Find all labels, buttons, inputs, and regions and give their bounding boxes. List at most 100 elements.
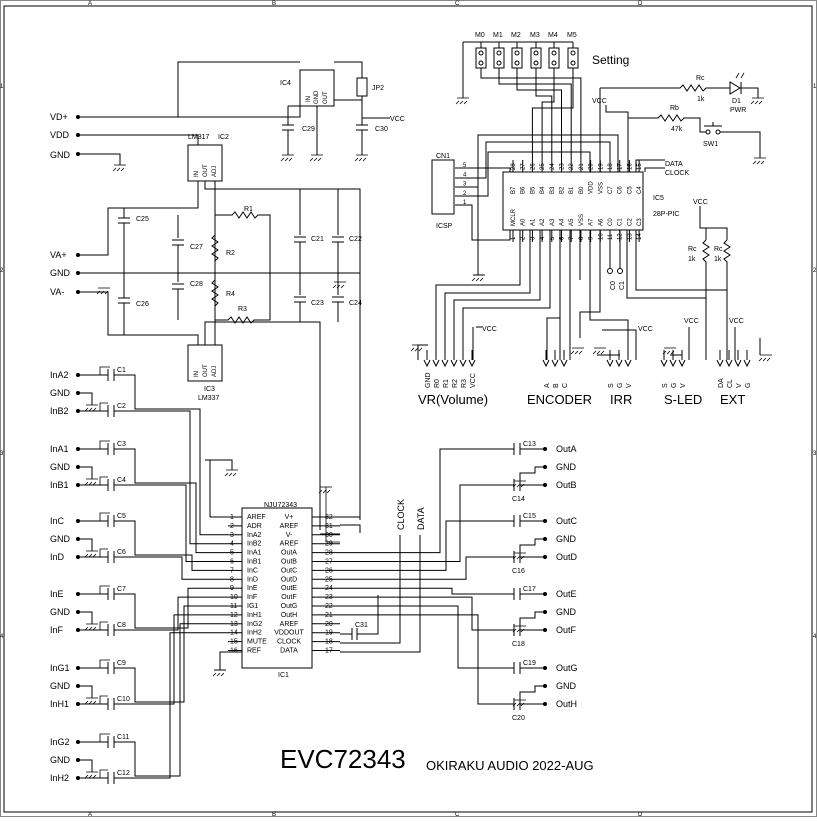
pic-bot-pin-num: 12 (618, 233, 624, 240)
clock-label-vertical: CLOCK (396, 499, 406, 530)
zone-row-3-left: 3 (0, 451, 4, 457)
input-label-inb2: InB2 (50, 406, 69, 416)
input-cap-label: C11 (117, 734, 129, 741)
input-wire (114, 623, 228, 777)
output-label-outd: OutD (556, 552, 578, 562)
ic1-right-pin-aref: AREF (280, 621, 299, 628)
vr-pin-arrow (468, 350, 476, 368)
jumper-pin (570, 60, 576, 66)
encoder-pin-a: A (544, 383, 551, 388)
pic-bot-pin-a4: A4 (560, 218, 566, 226)
input-label-inf: InF (50, 625, 64, 635)
pic-bot-pin-c0: C0 (608, 218, 614, 226)
input-bias (99, 769, 108, 778)
ext-pin-arrow (716, 350, 724, 368)
input-bias (99, 695, 108, 704)
ext-ground (758, 354, 772, 362)
output-label-gnd: GND (556, 534, 577, 544)
ic4-pin-in: IN (306, 96, 312, 102)
jumper-pin (551, 50, 557, 56)
ic5-part: 28P-PIC (653, 211, 679, 218)
output-wire (340, 605, 514, 669)
zone-row-3-right: 3 (813, 451, 817, 457)
vcc-label-pic: VCC (592, 98, 607, 105)
pic-top-pin-c4: C4 (637, 186, 643, 194)
cn1-icsp-header (431, 159, 455, 215)
ic1-right-pin-outd: OutD (281, 576, 297, 583)
input-cap-label: C8 (117, 622, 126, 629)
pic-top-pin-num: 25 (540, 163, 546, 170)
input-wire (114, 632, 228, 779)
pic-top-pin-num: 19 (598, 163, 604, 170)
output-label-gnd: GND (556, 607, 577, 617)
d1-led (729, 81, 759, 98)
ic1-right-pin-aref: AREF (280, 541, 299, 548)
pic-bot-pin-num: 10 (598, 233, 604, 240)
output-wire (519, 685, 545, 700)
pic-top-pin-num: 18 (608, 163, 614, 170)
input-cap-label: C4 (117, 477, 126, 484)
pic-bot-pin-num: 13 (627, 233, 633, 240)
input-wire (114, 410, 228, 545)
ic4-regulator (299, 69, 335, 107)
pic-bot-pin-num: 14 (637, 233, 643, 240)
input-bias (99, 659, 110, 668)
setting-label: Setting (592, 53, 629, 67)
rc-right-value: 1k (714, 256, 722, 263)
jumper-pin (514, 60, 520, 66)
output-wire (519, 538, 545, 553)
ic2-pin-adj: ADJ (212, 166, 218, 177)
input-label-ing1: InG1 (50, 663, 70, 673)
jumper-ground (455, 97, 469, 105)
ic4-pin-gnd: GND (314, 90, 320, 104)
jumper-label-m4: M4 (548, 32, 558, 39)
ext-pin-arrow (743, 350, 751, 368)
c28-label: C28 (190, 281, 203, 288)
vcc-label-sled: VCC (684, 318, 699, 325)
rc-right-label: Rc (714, 246, 723, 253)
ic1-right-pin-aref: AREF (280, 523, 299, 530)
ic1-left-pin-inh1: InH1 (247, 612, 262, 619)
r2-label: R2 (226, 250, 235, 257)
input-bias (99, 548, 108, 557)
input-wire (114, 614, 228, 705)
ic1-left-pin-inh2: InH2 (247, 630, 262, 637)
label-vd-plus: VD+ (50, 112, 68, 122)
ic5-pic (502, 171, 644, 231)
ic1-left-pin-inf: InF (247, 594, 257, 601)
vr-name: VR(Volume) (418, 392, 488, 407)
input-ground (84, 771, 98, 779)
ic1-left-pin-ina1: InA1 (247, 550, 262, 557)
jp2-label: JP2 (372, 85, 384, 92)
ic1-left-pin-aref: AREF (247, 514, 266, 521)
jumper-pin (496, 60, 502, 66)
input-wire (114, 484, 228, 562)
ic3-part: LM337 (198, 395, 220, 402)
pic-top-pin-num: 16 (627, 163, 633, 170)
input-cap-label: C7 (117, 586, 126, 593)
cn1-label: CN1 (436, 153, 450, 160)
label-vdd: VDD (50, 130, 70, 140)
vr-pin-arrow (423, 350, 431, 368)
input-wire (114, 605, 228, 703)
output-cap-label: C13 (523, 441, 536, 448)
pic-top-pin-num: 28 (511, 163, 517, 170)
pic-top-pin-b7: B7 (511, 186, 517, 194)
ic1-ref: IC1 (278, 672, 289, 679)
ic1-right-pin-vddout: VDDOUT (274, 630, 304, 637)
input-label-gnd: GND (50, 534, 71, 544)
ext-pin-da: DA (718, 378, 725, 388)
ic1-left-pin-inc: InC (247, 567, 258, 574)
output-cap-label: C17 (523, 586, 536, 593)
ic1-right-pin-oute: OutE (281, 585, 297, 592)
jumper-wire (541, 42, 555, 160)
input-channels: InA2GNDInB2C1C2InA1GNDInB1C3C4InCGNDInDC… (50, 366, 228, 784)
input-label-ind: InD (50, 552, 65, 562)
zone-row-1-left: 1 (0, 84, 4, 90)
ic1-left-pin-ine: InE (247, 585, 258, 592)
input-label-ine: InE (50, 589, 64, 599)
